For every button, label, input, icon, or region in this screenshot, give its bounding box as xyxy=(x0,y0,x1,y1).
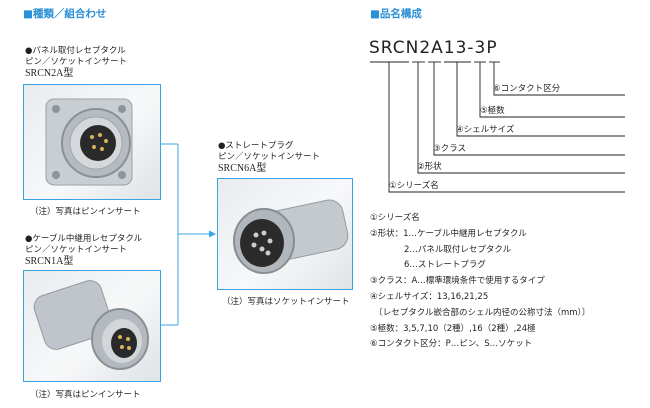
panel-receptacle-note: （注）写真はピンインサート xyxy=(30,207,141,217)
desc-class: ③クラス：A…標準環境条件で使用するタイプ xyxy=(370,276,545,287)
cable-receptacle-insert: ピン／ソケットインサート xyxy=(25,245,128,255)
desc-shape-2: 2…パネル取付レセプタクル xyxy=(370,244,512,255)
panel-receptacle-photo xyxy=(23,84,161,200)
straight-plug-model: SRCN6A型 xyxy=(218,163,267,174)
cable-receptacle-label: ●ケーブル中継用レセプタクル ピン／ソケットインサート SRCN1A型 xyxy=(25,234,142,267)
desc-pole-count: ⑤極数：3,5,7,10（2種）,16（2種）,24極 xyxy=(370,323,536,334)
panel-receptacle-insert: ピン／ソケットインサート xyxy=(25,57,128,67)
label-pole-count: ⑤極数 xyxy=(480,106,505,116)
label-shape: ②形状 xyxy=(417,162,442,172)
label-contact-type: ⑥コンタクト区分 xyxy=(493,84,561,94)
panel-receptacle-model: SRCN2A型 xyxy=(25,68,74,79)
straight-plug-type: ●ストレートプラグ xyxy=(218,141,294,151)
desc-shape-6: 6…ストレートプラグ xyxy=(370,260,486,271)
panel-connector-illustration xyxy=(45,98,133,186)
plug-connector-illustration xyxy=(233,199,349,274)
desc-series: ①シリーズ名 xyxy=(370,213,420,223)
desc-shape: ②形状：1…ケーブル中継用レセプタクル xyxy=(370,228,527,239)
label-class: ③クラス xyxy=(433,144,466,154)
cable-receptacle-note: （注）写真はピンインサート xyxy=(30,390,141,400)
straight-plug-note: （注）写真はソケットインサート xyxy=(222,297,350,307)
desc-shell-size-note: 〔レセプタクル嵌合部のシェル内径の公称寸法（mm）〕 xyxy=(370,307,591,318)
desc-shell-size: ④シェルサイズ：13,16,21,25 xyxy=(370,291,489,302)
part-number-description: ①シリーズ名 ②形状：1…ケーブル中継用レセプタクル 2…パネル取付レセプタクル… xyxy=(370,211,590,353)
desc-contact-type: ⑥コンタクト区分：P…ピン、S…ソケット xyxy=(370,339,533,350)
straight-plug-photo xyxy=(217,178,353,290)
section-title-part-number: ■品名構成 xyxy=(370,8,422,20)
cable-connector-illustration xyxy=(33,280,149,370)
panel-receptacle-type: ●パネル取付レセプタクル xyxy=(25,46,126,56)
label-shell-size: ④シェルサイズ xyxy=(456,125,515,135)
label-series-name: ①シリーズ名 xyxy=(389,181,439,191)
part-number-code: SRCN2A13-3P xyxy=(369,38,498,58)
cable-receptacle-photo xyxy=(23,270,161,382)
cable-receptacle-model: SRCN1A型 xyxy=(25,256,74,267)
straight-plug-label: ●ストレートプラグ ピン／ソケットインサート SRCN6A型 xyxy=(218,141,320,174)
section-title-types: ■種類／組合わせ xyxy=(23,8,107,20)
straight-plug-insert: ピン／ソケットインサート xyxy=(218,152,321,162)
cable-receptacle-type: ●ケーブル中継用レセプタクル xyxy=(25,234,143,244)
panel-receptacle-label: ●パネル取付レセプタクル ピン／ソケットインサート SRCN2A型 xyxy=(25,46,127,79)
